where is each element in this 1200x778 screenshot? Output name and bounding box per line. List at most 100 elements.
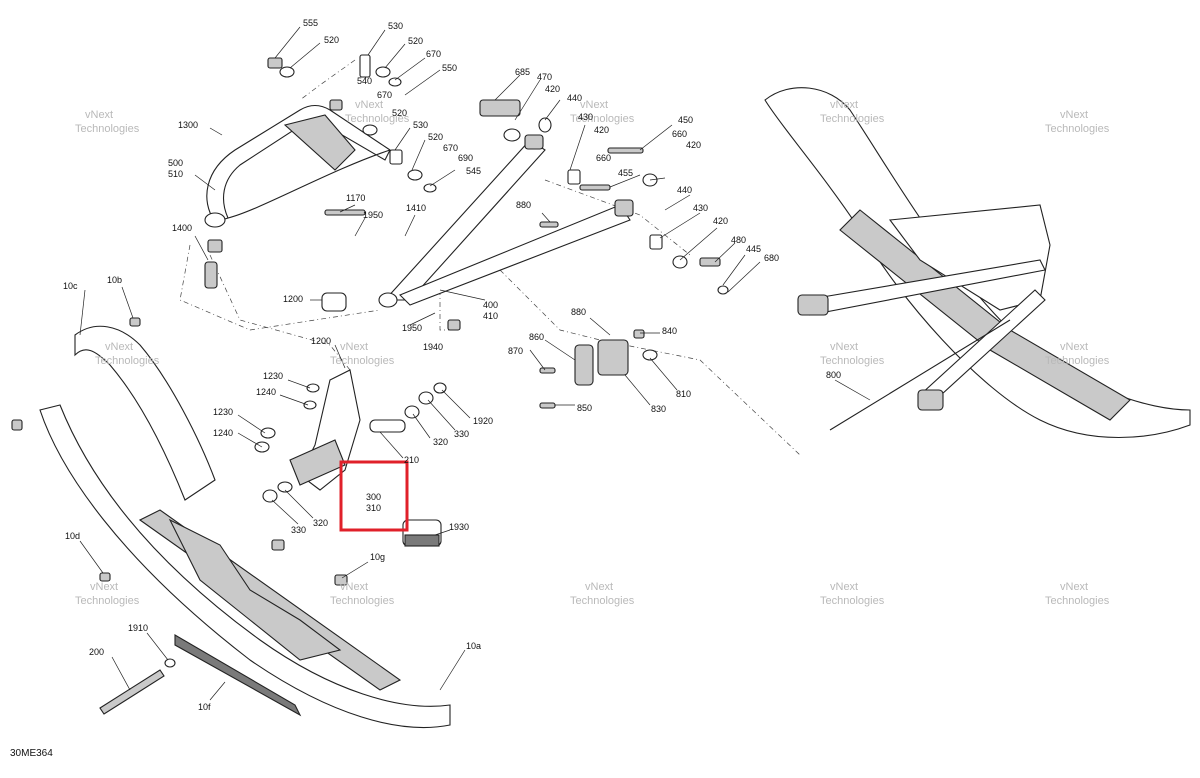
callout-330: 330 [291, 525, 306, 535]
assembly-lines [179, 59, 801, 456]
drawing-code: 30ME364 [10, 748, 53, 759]
callout-1410: 1410 [406, 203, 426, 213]
watermark: vNext [340, 341, 368, 353]
watermark: Technologies [570, 595, 635, 607]
watermarks: vNext Technologies vNext Technologies vN… [75, 99, 1110, 607]
callout-555: 555 [303, 18, 318, 28]
callout-455: 455 [618, 168, 633, 178]
callout-1950: 1950 [402, 323, 422, 333]
watermark: vNext [105, 341, 133, 353]
watermark: Technologies [75, 595, 140, 607]
watermark: vNext [830, 581, 858, 593]
watermark: vNext [830, 99, 858, 111]
lower-a-arm [378, 134, 634, 308]
ski-leg [289, 369, 442, 547]
callout-430: 430 [693, 203, 708, 213]
callout-880: 880 [516, 200, 531, 210]
callout-440: 440 [677, 185, 692, 195]
watermark: Technologies [1045, 595, 1110, 607]
callout-510: 510 [168, 169, 183, 179]
callout-10f: 10f [198, 702, 211, 712]
callout-800: 800 [826, 370, 841, 380]
callout-480: 480 [731, 235, 746, 245]
watermark: Technologies [330, 355, 395, 367]
callout-520: 520 [324, 35, 339, 45]
callout-670: 670 [443, 143, 458, 153]
callout-10b: 10b [107, 275, 122, 285]
callout-1940: 1940 [423, 342, 443, 352]
callout-10a: 10a [466, 641, 481, 651]
watermark: Technologies [75, 123, 140, 135]
callout-1200: 1200 [311, 336, 331, 346]
callout-1300: 1300 [178, 120, 198, 130]
callout-810: 810 [676, 389, 691, 399]
callout-320: 320 [313, 518, 328, 528]
watermark: Technologies [95, 355, 160, 367]
upper-a-arm [204, 104, 391, 228]
callout-445: 445 [746, 244, 761, 254]
watermark: vNext [580, 99, 608, 111]
callout-210: 210 [404, 455, 419, 465]
callout-500: 500 [168, 158, 183, 168]
callout-520: 520 [428, 132, 443, 142]
callout-540: 540 [357, 76, 372, 86]
callout-1930: 1930 [449, 522, 469, 532]
callout-670: 670 [377, 90, 392, 100]
callout-450: 450 [678, 115, 693, 125]
left-ski [39, 325, 451, 728]
watermark: vNext [85, 109, 113, 121]
callout-550: 550 [442, 63, 457, 73]
callout-1910: 1910 [128, 623, 148, 633]
callout-870: 870 [508, 346, 523, 356]
watermark: Technologies [1045, 355, 1110, 367]
callout-200: 200 [89, 647, 104, 657]
callout-420: 420 [713, 216, 728, 226]
callout-420: 420 [686, 140, 701, 150]
callout-660: 660 [672, 129, 687, 139]
watermark: vNext [1060, 581, 1088, 593]
callout-530: 530 [413, 120, 428, 130]
callout-850: 850 [577, 403, 592, 413]
callout-420: 420 [594, 125, 609, 135]
watermark: Technologies [820, 595, 885, 607]
callout-10c: 10c [63, 281, 78, 291]
watermark: vNext [1060, 109, 1088, 121]
assembled-ski-right [764, 87, 1191, 438]
leader-lines [79, 26, 871, 701]
callout-400: 400 [483, 300, 498, 310]
callout-880: 880 [571, 307, 586, 317]
watermark: Technologies [820, 355, 885, 367]
callout-1240: 1240 [256, 387, 276, 397]
callout-430: 430 [578, 112, 593, 122]
callout-1170: 1170 [346, 193, 365, 203]
callout-410: 410 [483, 311, 498, 321]
callout-440: 440 [567, 93, 582, 103]
watermark: Technologies [345, 113, 410, 125]
watermark: Technologies [570, 113, 635, 125]
callout-680: 680 [764, 253, 779, 263]
callout-1920: 1920 [473, 416, 493, 426]
callout-670: 670 [426, 49, 441, 59]
highlight-box [339, 460, 409, 532]
callout-10d: 10d [65, 531, 80, 541]
watermark: Technologies [1045, 123, 1110, 135]
watermark: vNext [90, 581, 118, 593]
watermark: vNext [585, 581, 613, 593]
callout-1200: 1200 [283, 294, 303, 304]
callout-300: 300 [366, 492, 381, 502]
watermark: vNext [830, 341, 858, 353]
callout-1240: 1240 [213, 428, 233, 438]
callout-1950: 1950 [363, 210, 383, 220]
callout-470: 470 [537, 72, 552, 82]
callout-1230: 1230 [213, 407, 233, 417]
watermark: Technologies [820, 113, 885, 125]
callout-840: 840 [662, 326, 677, 336]
callout-860: 860 [529, 332, 544, 342]
callout-520: 520 [392, 108, 407, 118]
callout-10g: 10g [370, 552, 385, 562]
callout-1230: 1230 [263, 371, 283, 381]
callout-310: 310 [366, 503, 381, 513]
watermark: vNext [1060, 341, 1088, 353]
callout-530: 530 [388, 21, 403, 31]
